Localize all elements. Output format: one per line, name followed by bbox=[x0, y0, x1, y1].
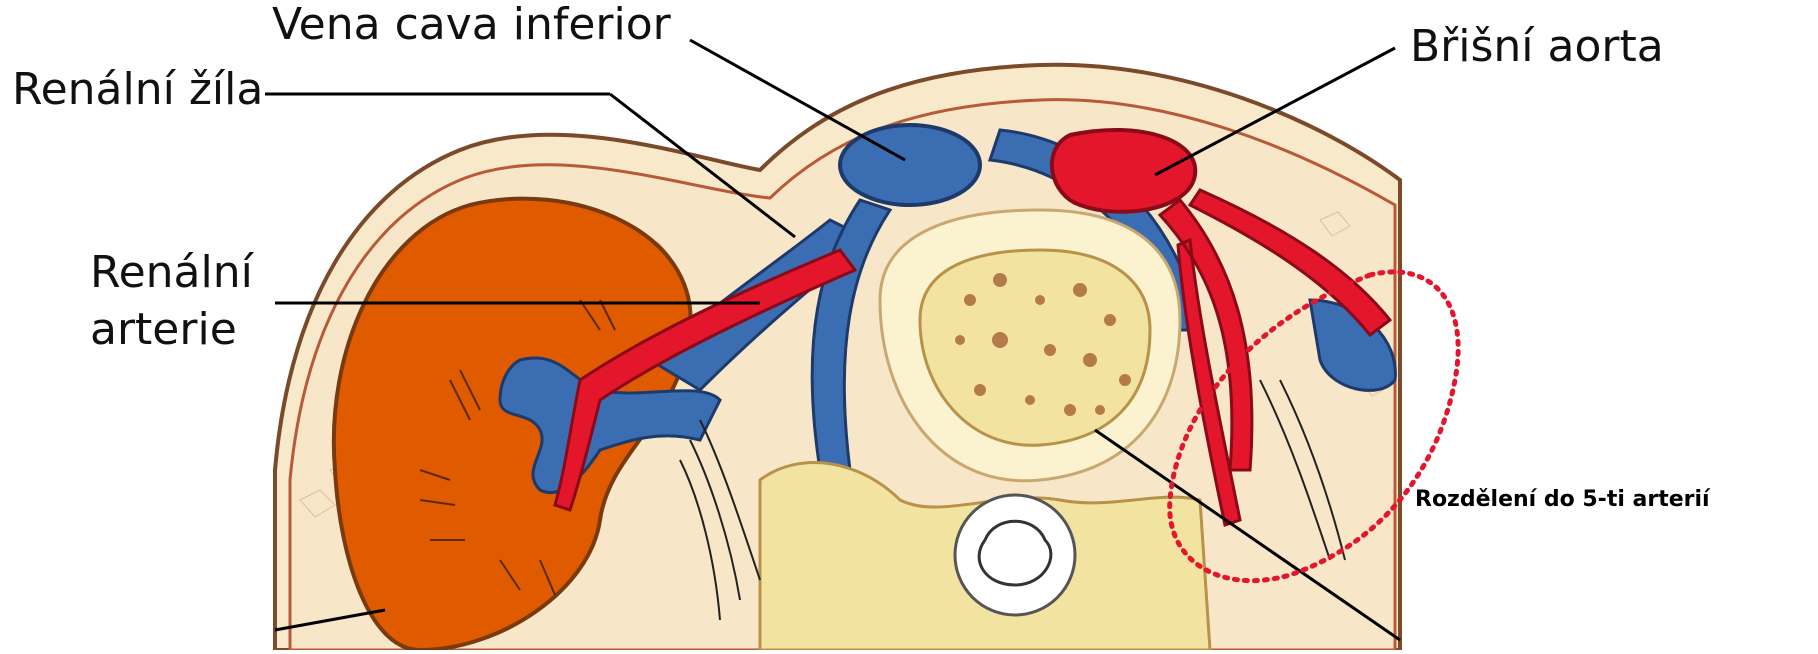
abdominal-aorta bbox=[1052, 130, 1195, 212]
label-division-note: Rozdělení do 5-ti arterií bbox=[1415, 487, 1710, 512]
label-renal-artery-line2: arterie bbox=[90, 305, 237, 356]
label-abdominal-aorta: Břišní aorta bbox=[1410, 22, 1664, 73]
label-renal-vein: Renální žíla bbox=[12, 65, 263, 116]
spinal-cord bbox=[979, 521, 1051, 585]
label-vena-cava-inferior: Vena cava inferior bbox=[272, 0, 671, 51]
label-renal-artery-line1: Renální bbox=[90, 248, 253, 299]
